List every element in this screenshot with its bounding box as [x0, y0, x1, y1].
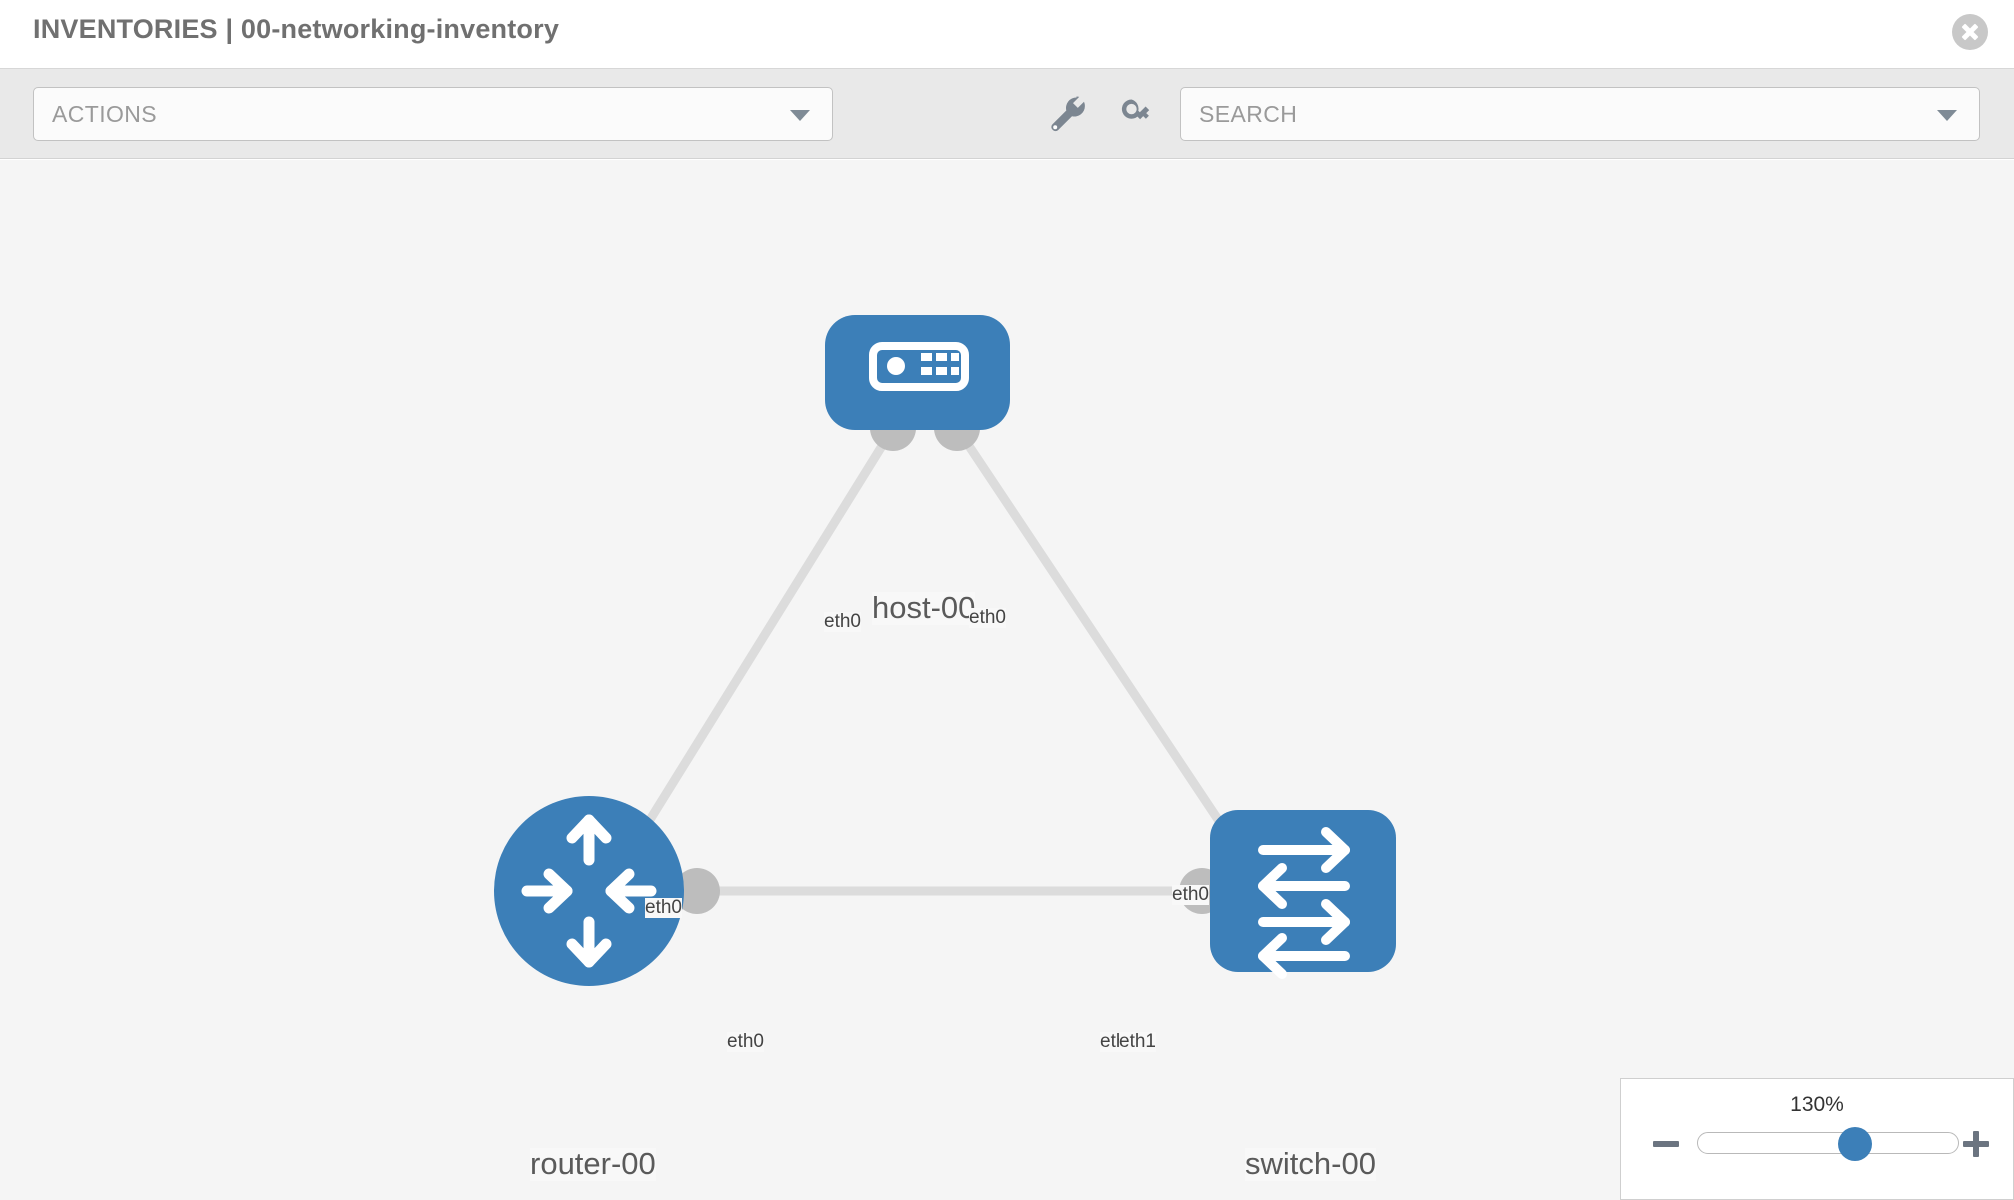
ports-layer: [674, 405, 1258, 914]
node-label-host-00: host-00: [872, 590, 976, 625]
key-icon[interactable]: [1113, 91, 1159, 137]
search-placeholder: SEARCH: [1199, 101, 1298, 127]
iface-label-router-right: eth0: [727, 1031, 764, 1052]
node-label-switch-00: switch-00: [1245, 1146, 1376, 1181]
node-router-00: [494, 796, 684, 986]
port-router-right: [674, 868, 720, 914]
close-icon[interactable]: [1952, 14, 1988, 50]
iface-label-switch-left: eth1: [1119, 1031, 1156, 1052]
topology-graph: [494, 315, 1396, 986]
iface-label-host-right: eth0: [969, 607, 1006, 628]
actions-dropdown-label: ACTIONS: [52, 101, 158, 127]
iface-label-switch-up: eth0: [1172, 884, 1209, 905]
link-host-switch: [950, 420, 1250, 865]
plus-icon-bar-v: [1973, 1131, 1979, 1157]
zoom-out-button[interactable]: [1651, 1129, 1681, 1159]
link-host-router: [620, 420, 900, 865]
node-switch-00: [1210, 810, 1396, 979]
node-host-00: [825, 315, 1010, 430]
zoom-level-label: 130%: [1790, 1093, 1844, 1116]
minus-icon: [1653, 1141, 1679, 1147]
iface-label-host-left: eth0: [824, 611, 861, 632]
zoom-slider-thumb[interactable]: [1838, 1127, 1873, 1161]
wrench-icon[interactable]: [1043, 91, 1089, 137]
chevron-down-icon: [1937, 110, 1957, 121]
iface-label-router-up: eth0: [645, 897, 682, 918]
zoom-in-button[interactable]: [1961, 1129, 1991, 1159]
zoom-control-panel: 130%: [1620, 1078, 2014, 1200]
actions-dropdown[interactable]: ACTIONS: [33, 87, 833, 141]
links-layer: [620, 420, 1250, 896]
toolbar: ACTIONS SEARCH: [0, 69, 2014, 159]
zoom-slider[interactable]: [1697, 1127, 1959, 1161]
page-header: INVENTORIES | 00-networking-inventory: [0, 0, 2014, 69]
topology-canvas[interactable]: host-00 router-00 switch-00 eth0 eth0 et…: [0, 160, 2014, 1200]
page-title: INVENTORIES | 00-networking-inventory: [33, 14, 560, 44]
chevron-down-icon: [790, 110, 810, 121]
node-label-router-00: router-00: [530, 1146, 656, 1181]
search-input[interactable]: SEARCH: [1180, 87, 1980, 141]
